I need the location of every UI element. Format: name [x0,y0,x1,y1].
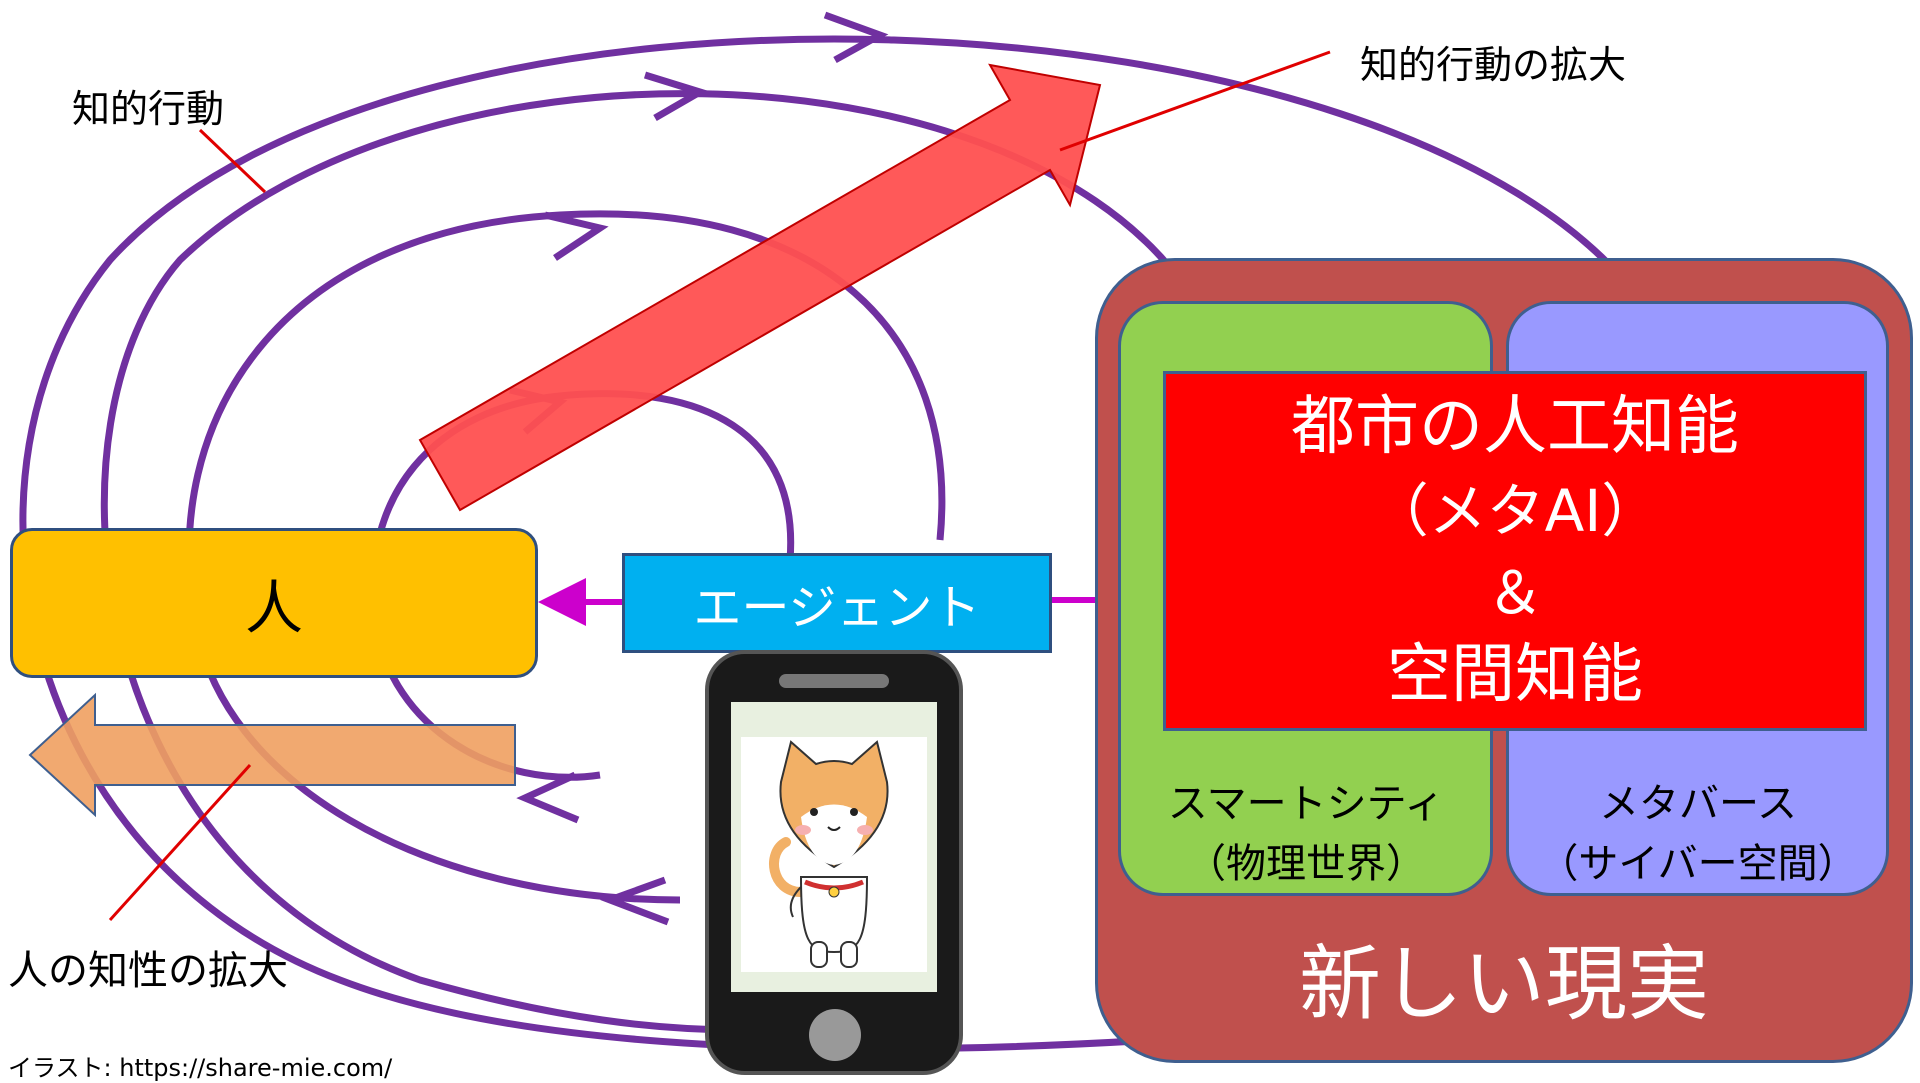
urban-ai-meta-ai: （メタAI） [1370,477,1660,545]
smartphone-illustration [705,650,963,1075]
label-expansion-of-human-intellect: 人の知性の拡大 [8,948,288,994]
chevron-right-icon [643,71,709,122]
expansion-of-action-arrow [418,63,1102,512]
human-box: 人 [10,528,538,678]
new-reality-box: スマートシティ （物理世界） メタバース （サイバー空間） 都市の人工知能 （メ… [1095,258,1913,1063]
phone-screen [731,702,937,992]
urban-ai-ampersand: ＆ [1485,559,1544,627]
chevron-left-icon [516,771,580,824]
urban-ai-spatial-intelligence: 空間知能 [1387,638,1643,712]
speaker-slot [779,674,889,688]
smart-city-sublabel: （物理世界） [1186,841,1426,887]
label-intellectual-action: 知的行動 [72,87,225,131]
label-expansion-of-action: 知的行動の拡大 [1360,43,1627,87]
illustration-credit: イラスト: https://share-mie.com/ [8,1054,393,1082]
expansion-of-human-intellect-arrow [28,692,516,818]
loop-arrowheads [509,11,889,926]
loop-second [100,90,1183,1034]
chevron-right-icon [544,211,609,261]
agent-label: エージェント [693,580,981,636]
cat-character-illustration [741,737,927,972]
metaverse-label: メタバース [1599,781,1797,827]
metaverse-sublabel: （サイバー空間） [1538,841,1858,887]
smart-city-label: スマートシティ [1167,781,1445,827]
loop-third [185,210,946,904]
agent-box: エージェント [622,553,1052,653]
chevron-right-icon [823,11,889,64]
human-label: 人 [244,574,303,642]
urban-ai-box: 都市の人工知能 （メタAI） ＆ 空間知能 [1163,371,1867,731]
leader-lines [108,50,1331,922]
chevron-left-icon [599,876,670,926]
urban-ai-title: 都市の人工知能 [1291,390,1739,464]
new-reality-label: 新しい現実 [1298,936,1709,1032]
home-button [809,1009,861,1061]
new-reality-label-wrap: 新しい現実 [1098,921,1910,1032]
